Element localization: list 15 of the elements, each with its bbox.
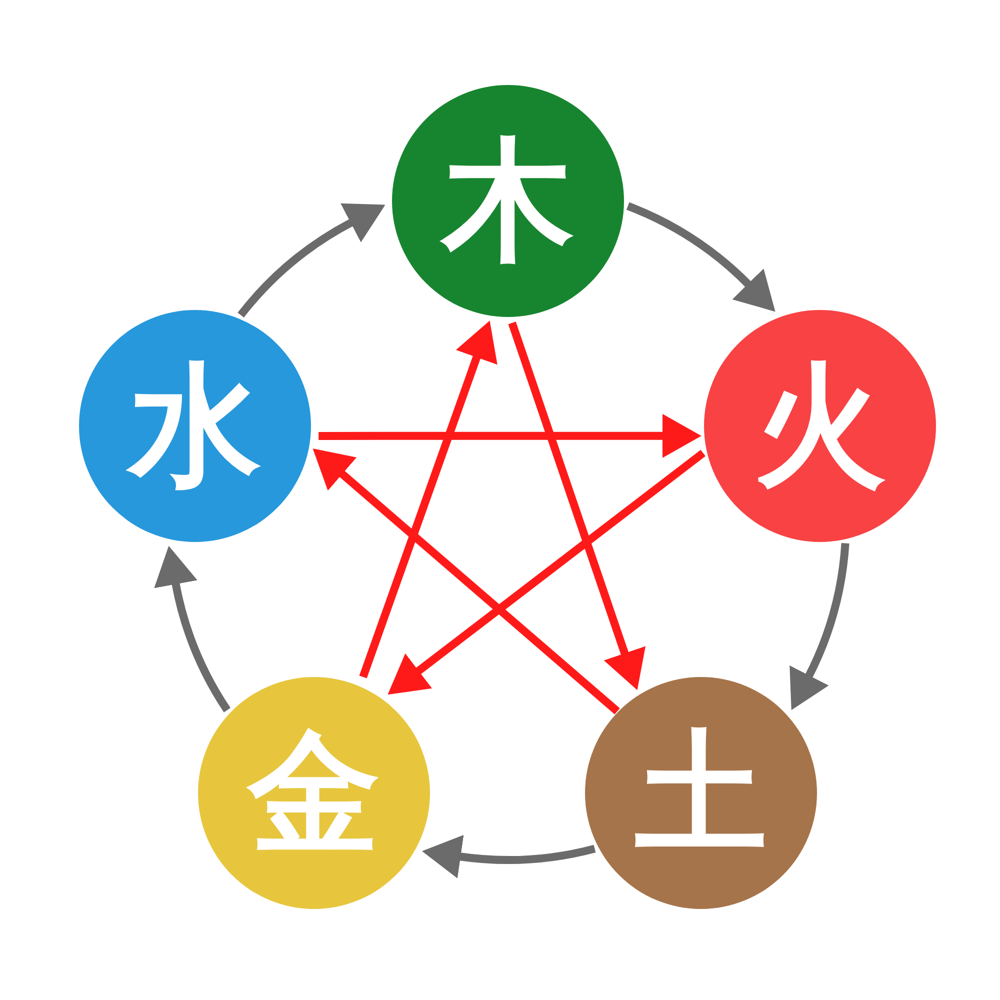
arrow bbox=[312, 448, 620, 714]
curved-arrow bbox=[626, 202, 777, 310]
circle-node: 水 bbox=[79, 310, 311, 542]
circle-node: 木 bbox=[392, 85, 624, 317]
arrow bbox=[359, 320, 498, 678]
circle-node: 火 bbox=[704, 310, 936, 542]
curved-arrow bbox=[789, 542, 850, 711]
circle-node: 金 bbox=[198, 677, 430, 909]
arrow bbox=[318, 414, 702, 458]
curved-arrow bbox=[238, 203, 384, 318]
arrow bbox=[508, 322, 646, 690]
curved-arrow bbox=[422, 834, 596, 879]
circle-node: 土 bbox=[585, 677, 817, 909]
curved-arrow bbox=[154, 546, 231, 712]
arrow bbox=[388, 450, 706, 695]
